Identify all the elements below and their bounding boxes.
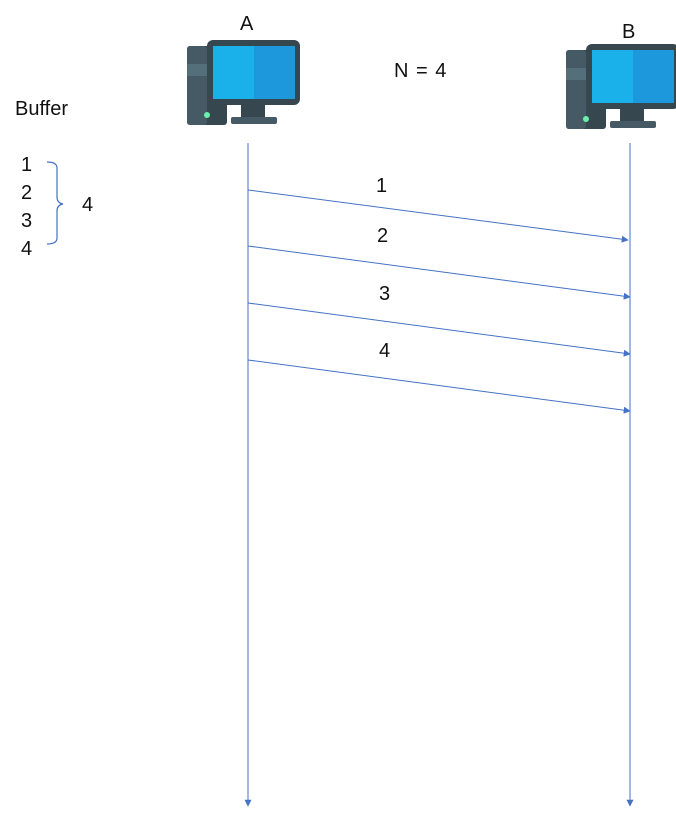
buffer-item: 1 (21, 154, 33, 176)
buffer-list: 1 2 3 4 (21, 151, 32, 263)
buffer-item: 3 (21, 210, 33, 232)
packet-arrow (247, 189, 629, 243)
buffer-item: 2 (21, 182, 33, 204)
packet-arrow (247, 245, 631, 300)
desktop-computer-icon (566, 44, 676, 129)
window-size-label: N = 4 (394, 60, 448, 82)
packet-label: 4 (379, 340, 391, 362)
buffer-title: Buffer (15, 98, 68, 120)
buffer-count: 4 (82, 194, 94, 216)
packet-arrow (247, 302, 631, 357)
packet-label: 1 (376, 175, 388, 197)
buffer-brace (46, 161, 64, 245)
host-b-label: B (622, 21, 636, 43)
desktop-computer-icon (187, 40, 300, 125)
host-a-label: A (240, 13, 254, 35)
buffer-item: 4 (21, 238, 33, 260)
packet-arrow (247, 359, 631, 414)
packet-label: 3 (379, 283, 391, 305)
packet-label: 2 (377, 225, 389, 247)
